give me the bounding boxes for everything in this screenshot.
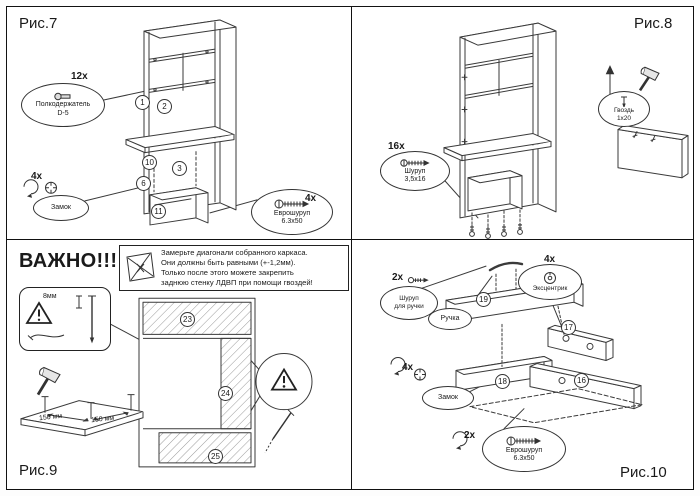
hardware-name: Шуруп: [399, 295, 419, 303]
fig9-heading: ВАЖНО!!!: [19, 250, 118, 272]
euro-screw-icon: [274, 199, 310, 209]
hardware-name: Еврошуруп: [273, 209, 311, 217]
fig10-part-circle-17: 17: [561, 320, 576, 335]
nail-icon: [621, 96, 627, 107]
base-screws: [469, 222, 523, 239]
hardware-name: Полкодержатель: [35, 101, 91, 109]
fig7-shelf-holder-count: 12x: [71, 71, 88, 82]
fig7-part-circle-10: 10: [142, 155, 157, 170]
fig8-screw-callout: Шуруп 3,5x16: [380, 151, 450, 191]
note-line: Они должны быть равными (+-1,2мм).: [161, 258, 296, 268]
fig9-nail-warning-box: [19, 287, 111, 351]
note-line: Только после этого можете закрепить: [161, 268, 294, 277]
measure-diagonals-icon: [126, 252, 155, 282]
panel-fig8: Рис.8 16x Шуруп 3,5x16 Гвоздь 1x20: [352, 7, 693, 240]
hardware-size: 6.3x50: [513, 455, 535, 462]
cam-lock-icon: [45, 181, 57, 194]
fig7-euroscrew-count: 4x: [305, 193, 317, 204]
panel-fig9: ВАЖНО!!! Замерьте диагонали собранного к…: [7, 240, 352, 489]
hardware-size: D-5: [57, 109, 69, 117]
fig10-eccentric-count: 4x: [544, 254, 556, 265]
hardware-size: 1x20: [616, 114, 632, 122]
rotate-arrow-icon: [452, 431, 468, 450]
hardware-size: 6.3x50: [281, 218, 303, 225]
fig7-title: Рис.7: [19, 15, 58, 32]
bent-nail-icon: [27, 334, 65, 341]
fig10-part-circle-18: 18: [495, 374, 510, 389]
hardware-name: Замок: [438, 393, 458, 401]
handle-screw-icon: [407, 277, 429, 284]
fig10-title: Рис.10: [620, 464, 667, 481]
panel-fig10: 2x Шуруп для ручки Ручка 4x Эксцентрик 4…: [352, 240, 693, 489]
fig7-part-circle-3: 3: [172, 161, 187, 176]
fig7-part-circle-2: 2: [157, 99, 172, 114]
fig7-part-circle-6: 6: [136, 176, 151, 191]
hardware-size: 3,5x16: [404, 176, 426, 183]
fig8-nail-callout: Гвоздь 1x20: [598, 91, 650, 127]
hardware-name: Еврошуруп: [505, 446, 543, 454]
note-line: заднюю стенку ЛДВП при помощи гвоздей!: [161, 277, 313, 287]
hardware-size: для ручки: [394, 303, 424, 310]
cam-lock-icon: [414, 368, 426, 381]
fig9-drawing: [20, 297, 313, 468]
hammer-icon: [36, 366, 61, 396]
panel-fig7: Рис.7 12x Полкодержатель D-5 4x Замок Ев…: [7, 7, 352, 240]
note-line: Замерьте диагонали собранного каркаса.: [161, 248, 308, 258]
fig9-title: Рис.9: [19, 462, 58, 479]
fig9-nail-depth-label: 8мм: [43, 293, 57, 300]
warning-triangle-icon: [270, 367, 298, 391]
warning-triangle-icon: [25, 301, 53, 324]
fig10-handle-callout: Ручка: [428, 308, 472, 330]
fig10-handle-screw-count: 2x: [392, 272, 404, 283]
hardware-name: Шуруп: [404, 167, 426, 175]
fig7-lock-count: 4x: [31, 171, 43, 182]
rotate-arrow-icon: [390, 356, 406, 376]
fig7-part-circle-11: 11: [151, 204, 166, 219]
hammer-icon: [638, 66, 660, 92]
fig10-eccentric-callout: Эксцентрик: [518, 264, 582, 300]
hardware-name: Ручка: [440, 314, 460, 322]
fig7-part-circle-1: 1: [135, 95, 150, 110]
fig7-lock-callout: Замок: [33, 195, 89, 221]
fig7-shelf-holder-callout: Полкодержатель D-5: [21, 83, 105, 127]
assembly-instruction-sheet: Рис.7 12x Полкодержатель D-5 4x Замок Ев…: [6, 6, 694, 490]
fig10-lock-count: 4x: [402, 362, 414, 373]
fig7-euroscrew-callout: Еврошуруп 6.3x50: [251, 189, 333, 235]
fig10-part-circle-16: 16: [574, 373, 589, 388]
fig8-drawing: [443, 22, 689, 239]
shelf-pin-icon: [54, 92, 71, 101]
screw-icon: [400, 158, 430, 167]
nail-warning-drawing: [25, 295, 96, 344]
hardware-name: Гвоздь: [613, 106, 635, 114]
fig9-part-circle-25: 25: [208, 449, 223, 464]
fig10-part-circle-19: 19: [476, 292, 491, 307]
fig10-euroscrew-count: 2x: [464, 430, 476, 441]
fig9-part-circle-23: 23: [180, 312, 195, 327]
nail-into-panel: [264, 409, 295, 454]
fig8-title: Рис.8: [634, 15, 673, 32]
fig9-note-box: Замерьте диагонали собранного каркаса. О…: [119, 245, 349, 291]
euro-screw-icon: [506, 436, 542, 446]
nail-depth-icon: [76, 295, 96, 344]
fig9-note-text: Замерьте диагонали собранного каркаса. О…: [161, 248, 313, 287]
eccentric-cam-icon: [544, 272, 556, 285]
fig10-lock-callout: Замок: [422, 386, 474, 410]
fig10-euroscrew-callout: Еврошуруп 6.3x50: [482, 426, 566, 472]
fig9-part-circle-24: 24: [218, 386, 233, 401]
hardware-name: Эксцентрик: [532, 285, 568, 293]
fig8-screw-count: 16x: [388, 141, 405, 152]
hardware-name: Замок: [51, 203, 71, 211]
rotate-arrow-icon: [23, 179, 39, 198]
